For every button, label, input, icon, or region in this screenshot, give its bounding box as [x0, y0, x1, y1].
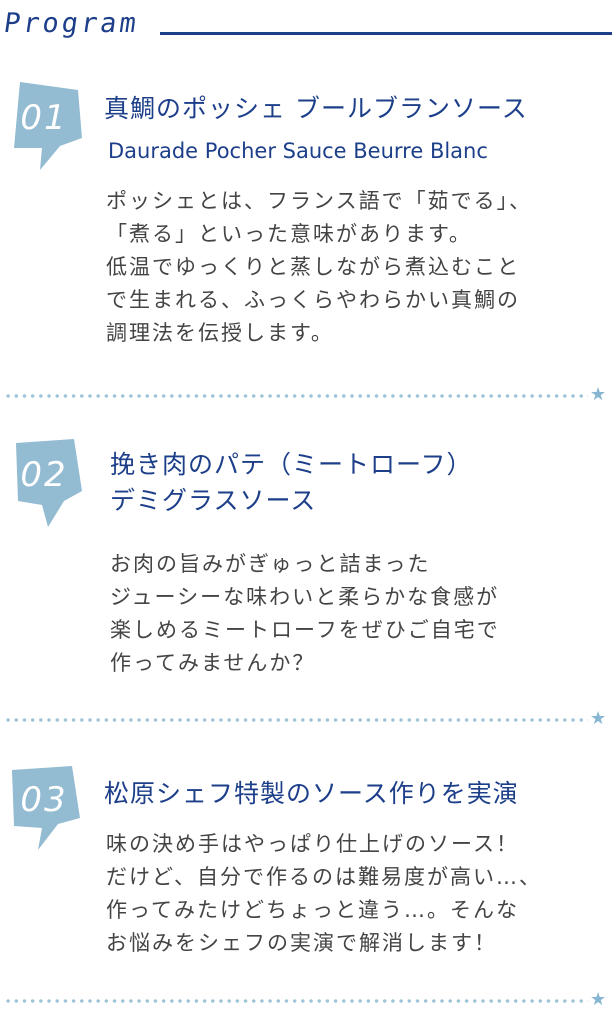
dotted-divider: ★ — [0, 708, 616, 729]
description-line: 楽しめるミートローフをぜひご自宅で — [110, 618, 500, 642]
section-title: 松原シェフ特製のソース作りを実演 — [104, 776, 519, 812]
description-line: 「煮る」といった意味があります。 — [106, 222, 472, 246]
star-icon: ★ — [590, 384, 607, 405]
description-line: 味の決め手はやっぱり仕上げのソース！ — [106, 832, 519, 856]
speech-bubble-icon — [16, 439, 82, 527]
speech-bubble-icon — [14, 82, 82, 170]
program-heading: Program — [1, 8, 141, 39]
dot-line — [4, 999, 588, 1003]
speech-bubble-icon — [12, 766, 80, 850]
number-badge: 02 — [4, 435, 96, 531]
description-line: お肉の旨みがぎゅっと詰まった — [110, 552, 431, 576]
description-line: 低温でゆっくりと蒸しながら煮込むこと — [106, 255, 520, 279]
number-badge: 03 — [4, 760, 96, 856]
description-line: ポッシェとは、フランス語で「茹でる」、 — [106, 189, 533, 213]
dot-line — [4, 394, 588, 398]
title-line: デミグラスソース — [110, 486, 317, 515]
description-line: ジューシーな味わいと柔らかな食感が — [110, 585, 500, 609]
dotted-divider: ★ — [0, 989, 616, 1010]
title-line: 松原シェフ特製のソース作りを実演 — [104, 779, 519, 808]
title-line: 真鯛のポッシェ ブールブランソース — [104, 94, 528, 123]
description-line: お悩みをシェフの実演で解消します！ — [106, 931, 497, 955]
dot-line — [4, 718, 588, 722]
section-description: ポッシェとは、フランス語で「茹でる」、 「煮る」といった意味があります。 低温で… — [106, 185, 611, 350]
section-description: 味の決め手はやっぱり仕上げのソース！ だけど、自分で作るのは難易度が高い…、 作… — [106, 828, 611, 960]
section-number: 01 — [20, 98, 68, 138]
dotted-divider: ★ — [0, 384, 616, 405]
section-description: お肉の旨みがぎゅっと詰まった ジューシーな味わいと柔らかな食感が 楽しめるミート… — [110, 548, 615, 680]
section-number: 03 — [20, 780, 68, 820]
description-line: 調理法を伝授します。 — [106, 321, 334, 345]
program-section-02: 02 挽き肉のパテ（ミートローフ） デミグラスソース お肉の旨みがぎゅっと詰まっ… — [0, 425, 616, 715]
star-icon: ★ — [590, 989, 607, 1010]
description-line: 作ってみませんか？ — [110, 651, 316, 675]
program-header: Program — [0, 0, 616, 50]
description-line: だけど、自分で作るのは難易度が高い…、 — [106, 865, 542, 889]
section-title: 挽き肉のパテ（ミートローフ） デミグラスソース — [110, 447, 473, 519]
program-section-01: 01 真鯛のポッシェ ブールブランソース Daurade Pocher Sauc… — [0, 70, 616, 410]
number-badge: 01 — [4, 78, 96, 174]
title-line: 挽き肉のパテ（ミートローフ） — [110, 450, 473, 479]
header-rule — [160, 32, 612, 35]
description-line: 作ってみたけどちょっと違う…。そんな — [106, 898, 519, 922]
program-section-03: 03 松原シェフ特製のソース作りを実演 味の決め手はやっぱり仕上げのソース！ だ… — [0, 750, 616, 990]
section-number: 02 — [20, 455, 68, 495]
star-icon: ★ — [590, 708, 607, 729]
section-title: 真鯛のポッシェ ブールブランソース — [104, 91, 528, 127]
description-line: で生まれる、ふっくらやわらかい真鯛の — [106, 288, 520, 312]
section-subtitle: Daurade Pocher Sauce Beurre Blanc — [108, 139, 488, 163]
